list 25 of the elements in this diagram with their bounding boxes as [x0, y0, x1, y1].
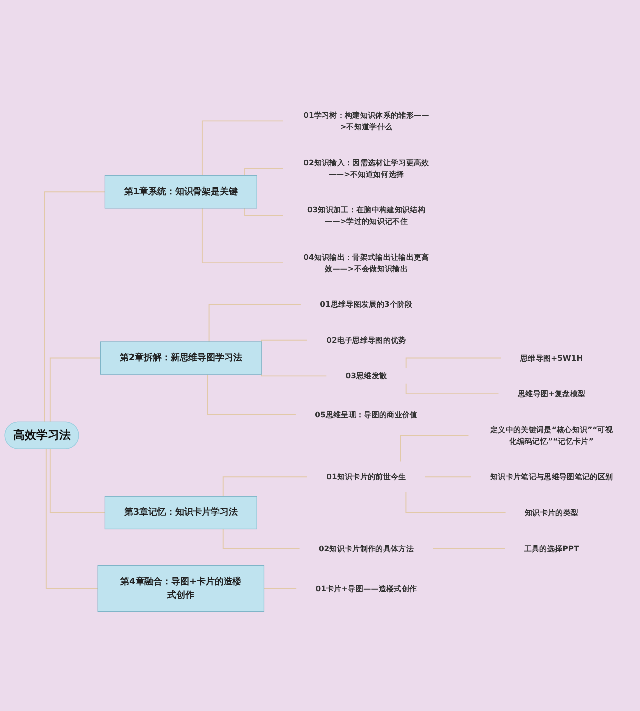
connector — [208, 304, 302, 342]
node-box: 第4章融合：导图+卡片的造楼式创作 — [98, 565, 265, 612]
connector — [400, 434, 470, 462]
connector — [44, 191, 106, 423]
node-box: 第2章拆解：新思维导图学习法 — [100, 341, 262, 374]
connector — [406, 382, 500, 394]
connector — [244, 168, 284, 176]
connector — [425, 476, 472, 478]
node-box: 第1章系统：知识骨架是关键 — [104, 175, 258, 208]
connector — [432, 548, 506, 549]
connector — [202, 207, 284, 264]
connector — [46, 448, 99, 589]
connector — [264, 588, 298, 589]
connector — [406, 357, 502, 368]
connector — [222, 476, 308, 497]
node-box: 第3章记忆：知识卡片学习法 — [104, 496, 258, 530]
connector — [261, 339, 308, 343]
connector — [50, 448, 106, 513]
connector — [261, 372, 328, 376]
connector — [222, 528, 300, 549]
connector — [207, 374, 296, 415]
connector — [406, 492, 506, 513]
connector — [50, 357, 102, 423]
connector — [244, 207, 284, 216]
connector — [202, 120, 284, 176]
